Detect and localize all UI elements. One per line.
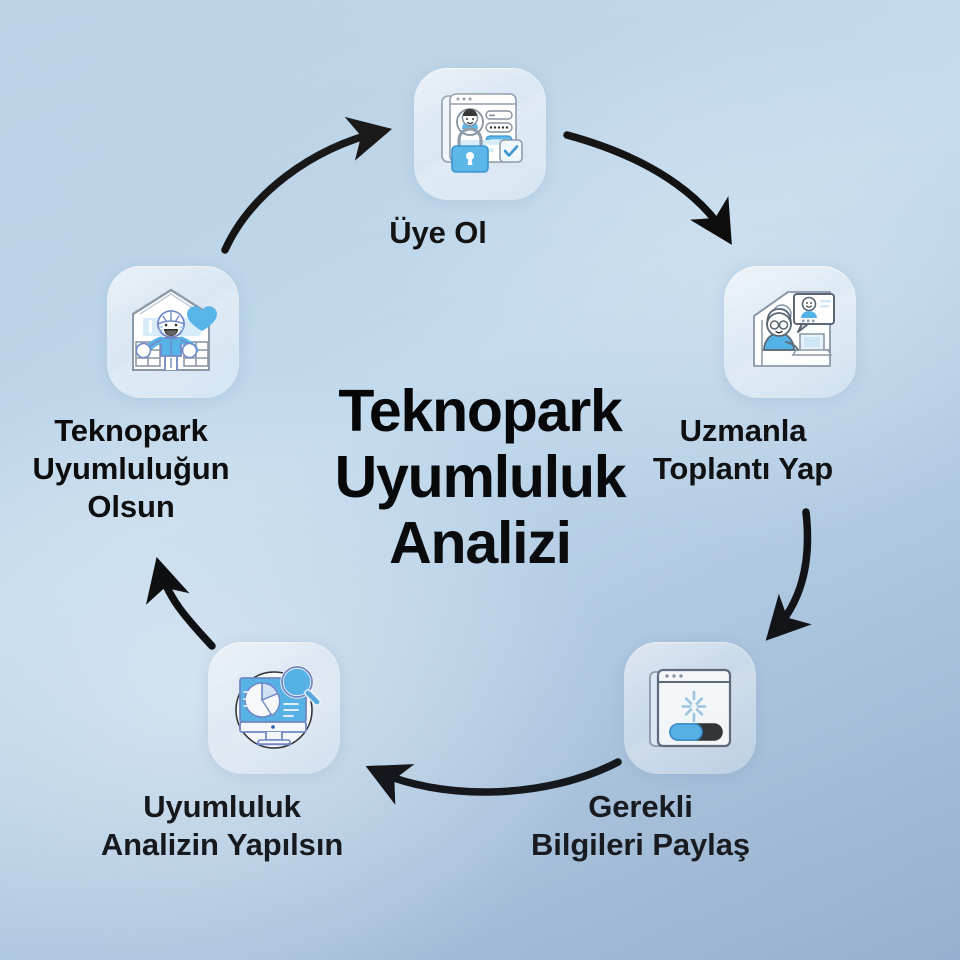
step-uyumluluk-analizin-yapilsin-label: Uyumluluk Analizin Yapılsın [100,789,344,862]
step-uye-ol-label: Üye Ol [389,215,487,250]
step-gerekli-bilgileri-paylas[interactable]: Gerekli Bilgileri Paylaş [531,642,756,864]
video-meeting-icon [738,280,842,384]
step-uye-ol-tile[interactable] [414,68,546,200]
step-uyumluluk-analizin-yapilsin[interactable]: Uyumluluk Analizin Yapılsın [101,642,343,864]
step-uyumluluk-analizin-yapilsin-tile[interactable] [208,642,340,774]
step-uzmanla-toplanti-yap-label: Uzmanla Toplantı Yap [652,413,834,486]
signup-form-lock-icon [428,82,532,186]
browser-loading-progress-icon [640,658,740,758]
arrow-analiz-to-teknopark [146,557,216,650]
monitor-pie-chart-magnifier-icon [222,656,326,760]
step-uzmanla-toplanti-yap-tile[interactable] [724,266,856,398]
arrow-teknopark-to-uyeol [221,116,393,254]
arrow-gerekli-to-analiz [365,758,622,805]
house-person-heart-icon [121,280,225,384]
step-teknopark-uyumlulugun-olsun[interactable]: Teknopark Uyumluluğun Olsun [33,266,239,525]
arrow-uzman-to-gerekli [765,508,812,641]
center-title: Teknopark Uyumluluk Analizi [334,378,627,577]
arrow-uyeol-to-uzman [563,131,732,245]
step-uzmanla-toplanti-yap[interactable]: Uzmanla Toplantı Yap [653,266,856,488]
step-uye-ol[interactable]: Üye Ol [389,68,546,252]
step-gerekli-bilgileri-paylas-label: Gerekli Bilgileri Paylaş [531,789,750,862]
step-gerekli-bilgileri-paylas-tile[interactable] [624,642,756,774]
step-teknopark-uyumlulugun-olsun-label: Teknopark Uyumluluğun Olsun [32,413,230,524]
step-teknopark-uyumlulugun-olsun-tile[interactable] [107,266,239,398]
